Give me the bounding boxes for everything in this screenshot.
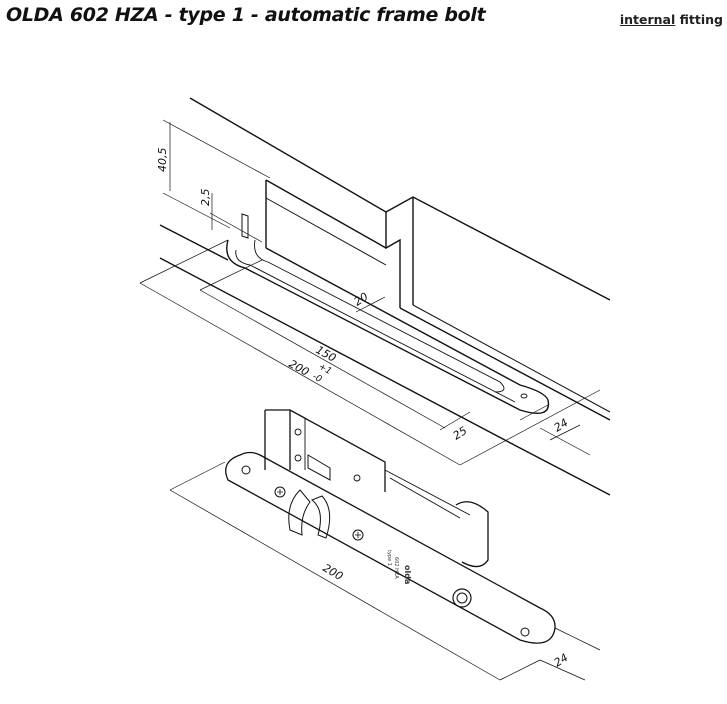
fitting-type-label: internal fitting	[620, 12, 723, 27]
dim-tol-minus: -0	[311, 372, 324, 385]
dimension-lines-upper	[139, 119, 601, 466]
dim-inner-length: 150	[314, 343, 339, 365]
dim-bolt-length: 200	[321, 561, 346, 583]
dim-width-bottom: 24	[552, 651, 571, 669]
fitting-emphasis: internal	[619, 12, 676, 27]
frame-view	[159, 97, 611, 496]
faceplate-engraving: olda 602 HZA type 1	[386, 550, 412, 584]
dim-length: 200	[287, 357, 312, 379]
fitting-rest: fitting	[679, 12, 723, 27]
dimension-labels-lower: 200 24	[321, 561, 571, 669]
brand-logo: olda	[403, 565, 412, 584]
dim-width-top: 24	[552, 416, 571, 434]
type-text: type 1	[386, 550, 392, 566]
bolt-view	[225, 409, 556, 644]
dim-depth: 20	[352, 290, 371, 308]
page-title: OLDA 602 HZA - type 1 - automatic frame …	[6, 4, 486, 26]
dim-offset: 2,5	[199, 189, 212, 207]
dim-height: 40,5	[156, 148, 169, 173]
dim-end-offset: 25	[451, 424, 470, 442]
model-text: 602 HZA	[393, 557, 399, 579]
dimension-lines-lower	[169, 461, 601, 681]
